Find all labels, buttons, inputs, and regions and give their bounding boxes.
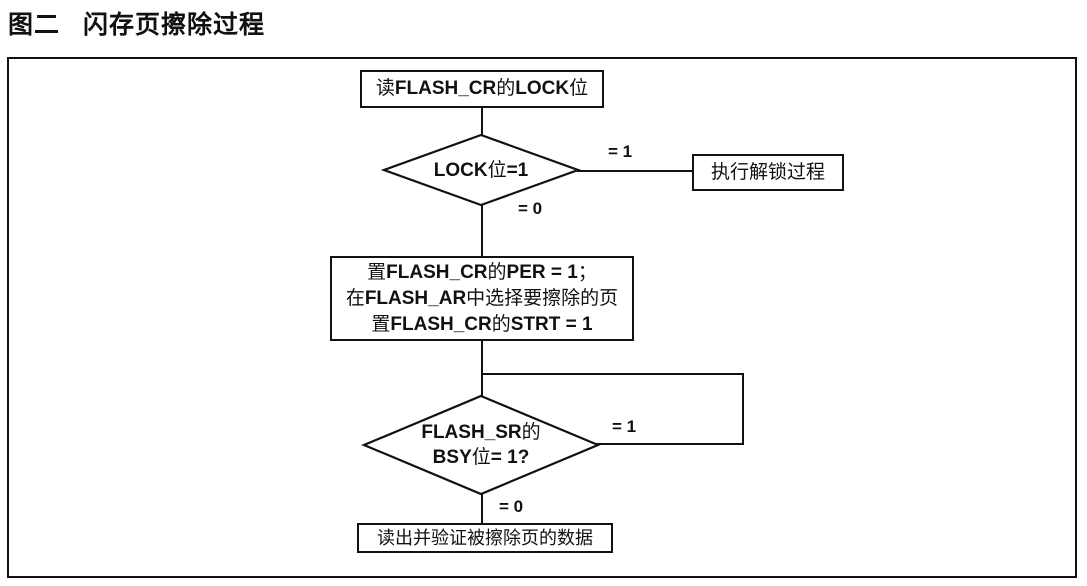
lock-diamond-shape xyxy=(381,133,581,207)
decision-busy: FLASH_SR的 BSY位= 1? xyxy=(361,394,601,496)
decision-busy-line-1: FLASH_SR的 xyxy=(421,422,541,443)
label-lock-eq1: = 1 xyxy=(606,142,635,162)
decision-busy-label: FLASH_SR的 BSY位= 1? xyxy=(361,394,601,496)
figure-name: 闪存页擦除过程 xyxy=(83,11,266,39)
decision-lock: LOCK位=1 xyxy=(381,133,581,207)
figure-title: 图二 闪存页擦除过程 xyxy=(8,5,265,41)
erase-setup-line-3: 置FLASH_CR的STRT = 1 xyxy=(371,313,593,335)
loop-right-line xyxy=(742,373,744,445)
label-lock-eq0: = 0 xyxy=(516,199,545,219)
erase-setup-line-2: 在FLASH_AR中选择要擦除的页 xyxy=(345,287,619,309)
flow-box-read-lock-text: 读FLASH_CR的LOCK位 xyxy=(375,78,589,99)
flow-box-unlock-text: 执行解锁过程 xyxy=(710,161,825,183)
busy-diamond-shape xyxy=(361,394,601,496)
flow-box-erase-setup: 置FLASH_CR的PER = 1； 在FLASH_AR中选择要擦除的页 置FL… xyxy=(330,256,634,341)
flow-box-verify: 读出并验证被擦除页的数据 xyxy=(357,523,613,553)
label-busy-eq0: = 0 xyxy=(497,497,526,517)
connector-read-to-lock-decision xyxy=(481,106,483,136)
connector-lock-no-branch xyxy=(481,204,483,257)
loop-top-line xyxy=(481,373,744,375)
connector-lock-yes-branch xyxy=(577,170,693,172)
connector-setup-to-busy-decision xyxy=(481,339,483,396)
flow-box-unlock: 执行解锁过程 xyxy=(692,154,844,191)
flow-box-verify-text: 读出并验证被擦除页的数据 xyxy=(377,528,593,548)
decision-busy-line-2: BSY位= 1? xyxy=(432,447,530,468)
erase-setup-line-1: 置FLASH_CR的PER = 1； xyxy=(367,261,597,283)
label-busy-eq1: = 1 xyxy=(610,417,639,437)
decision-lock-label: LOCK位=1 xyxy=(433,159,529,181)
connector-busy-done-branch xyxy=(481,492,483,524)
loop-bottom-line xyxy=(596,443,744,445)
flow-box-read-lock: 读FLASH_CR的LOCK位 xyxy=(360,70,604,108)
figure-label: 图二 xyxy=(8,11,61,39)
